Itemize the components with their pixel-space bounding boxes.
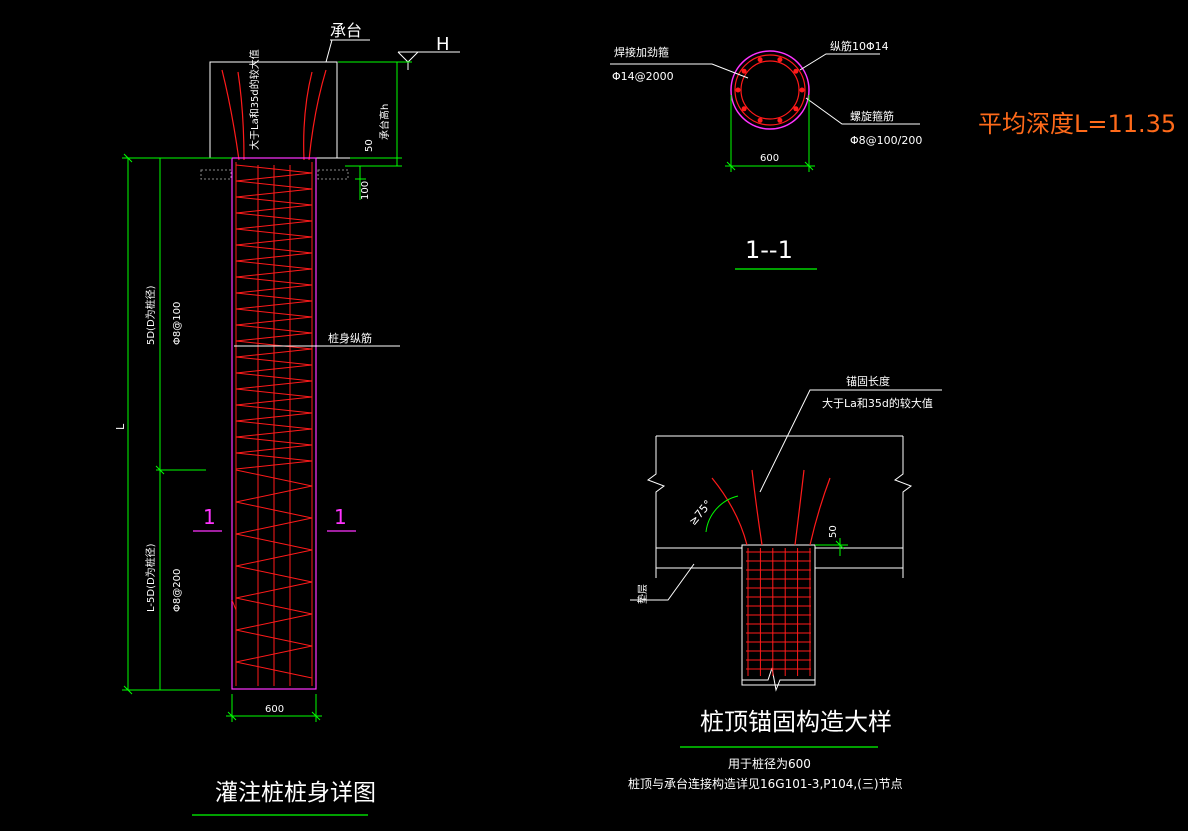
section-bar-dot: [741, 68, 747, 74]
cushion-left: [200, 169, 232, 180]
section-bar-dot: [741, 106, 747, 112]
section-title: 1--1: [745, 236, 793, 264]
cap-label-leader: [325, 39, 370, 63]
section-bar-dot: [777, 117, 783, 123]
spiral-stirrup-left-hook: [231, 599, 237, 611]
longitudinal-bars: [235, 162, 313, 686]
level-label: H: [436, 34, 450, 55]
main-bar-label: 桩身纵筋: [328, 331, 372, 345]
anchor-fan-bars: [711, 469, 831, 546]
length-dimensions: [122, 153, 232, 695]
dim-bottom-zone-text: L-5D(D为桩径): [144, 543, 157, 612]
pile-width-dimension: [226, 694, 322, 722]
spiral-stirrup-dense: [235, 164, 313, 470]
section-width-text: 600: [760, 153, 779, 164]
section-bar-dot: [757, 57, 763, 63]
section-bar-dot: [777, 57, 783, 63]
section-bar-dot: [735, 87, 741, 93]
section-mark-left: 1: [203, 505, 216, 529]
angle-label: ≥75°: [686, 498, 714, 528]
anchor-dim-50: [815, 538, 848, 556]
anchor-note-line2: 桩顶与承台连接构造详见16G101-3,P104,(三)节点: [628, 776, 903, 791]
dim-50-text: 50: [364, 139, 375, 152]
section-mark-right: 1: [334, 505, 347, 529]
section-bar-dot: [757, 117, 763, 123]
stirrup-top-text: Φ8@100: [172, 302, 183, 345]
section-bar-dot: [793, 68, 799, 74]
dim-top-zone-text: 5D(D为桩径): [144, 285, 157, 345]
cap-height-dimension: [338, 61, 412, 200]
pile-top-anchor-detail: ≥75° 锚固长度 大于La和35d的较大值 50 垫层 桩顶锚固构造大样 用于…: [628, 374, 942, 791]
section-outer-circle: [730, 50, 810, 130]
dim-length-text: L: [114, 423, 127, 430]
anchor-note: 大于La和35d的较大值: [248, 49, 261, 150]
anchor-note-line1: 用于桩径为600: [728, 756, 811, 771]
section-spiral-ring: [734, 54, 806, 126]
long-bar-label: 纵筋10Φ14: [830, 39, 889, 53]
section-1-1: 焊接加劲箍 Φ14@2000 纵筋10Φ14 螺旋箍筋 Φ8@100/200 6…: [610, 39, 922, 270]
anchor-length-label: 锚固长度: [846, 374, 890, 388]
angle-arc: [705, 495, 739, 533]
anchor-rebar-cage: [746, 548, 811, 676]
anchor-length-leader: [759, 389, 942, 493]
section-stiffener-ring: [740, 60, 800, 120]
average-depth-note: 平均深度L=11.35: [978, 110, 1176, 138]
cap-height-text: 承台高h: [378, 104, 391, 140]
cushion-right: [317, 169, 349, 180]
stirrup-bottom-text: Φ8@200: [172, 569, 183, 612]
section-leaders: [610, 53, 920, 125]
level-symbol: [397, 51, 460, 70]
cushion-leader: [630, 563, 695, 601]
anchor-bars: [221, 69, 327, 161]
ring-label: 焊接加劲箍: [614, 45, 669, 59]
section-width-dimension: [725, 95, 815, 172]
dim-100-text: 100: [360, 181, 371, 200]
pile-outline: [231, 157, 317, 690]
anchor-cap-outline: [646, 435, 913, 578]
anchor-detail-title: 桩顶锚固构造大样: [700, 708, 892, 736]
spiral-stirrup-sparse: [235, 469, 313, 679]
section-bar-dot: [799, 87, 805, 93]
anchor-length-note: 大于La和35d的较大值: [822, 396, 933, 410]
spiral-spec: Φ8@100/200: [850, 134, 922, 147]
pile-body-detail: 承台 H 大于La和35d的较大值 承台高h 50 100: [114, 21, 460, 816]
anchor-break-mark: [742, 667, 815, 692]
section-bar-dot: [793, 106, 799, 112]
pile-width-text: 600: [265, 704, 284, 715]
pile-cap-outline: [196, 61, 350, 159]
spiral-label: 螺旋箍筋: [850, 109, 894, 123]
pile-detail-title: 灌注桩桩身详图: [215, 780, 376, 806]
ring-spec: Φ14@2000: [612, 70, 674, 83]
cushion-label: 垫层: [636, 584, 649, 604]
cap-label: 承台: [330, 21, 362, 40]
section-longitudinal-bars: [735, 57, 805, 123]
anchor-dim-50-text: 50: [828, 525, 839, 538]
